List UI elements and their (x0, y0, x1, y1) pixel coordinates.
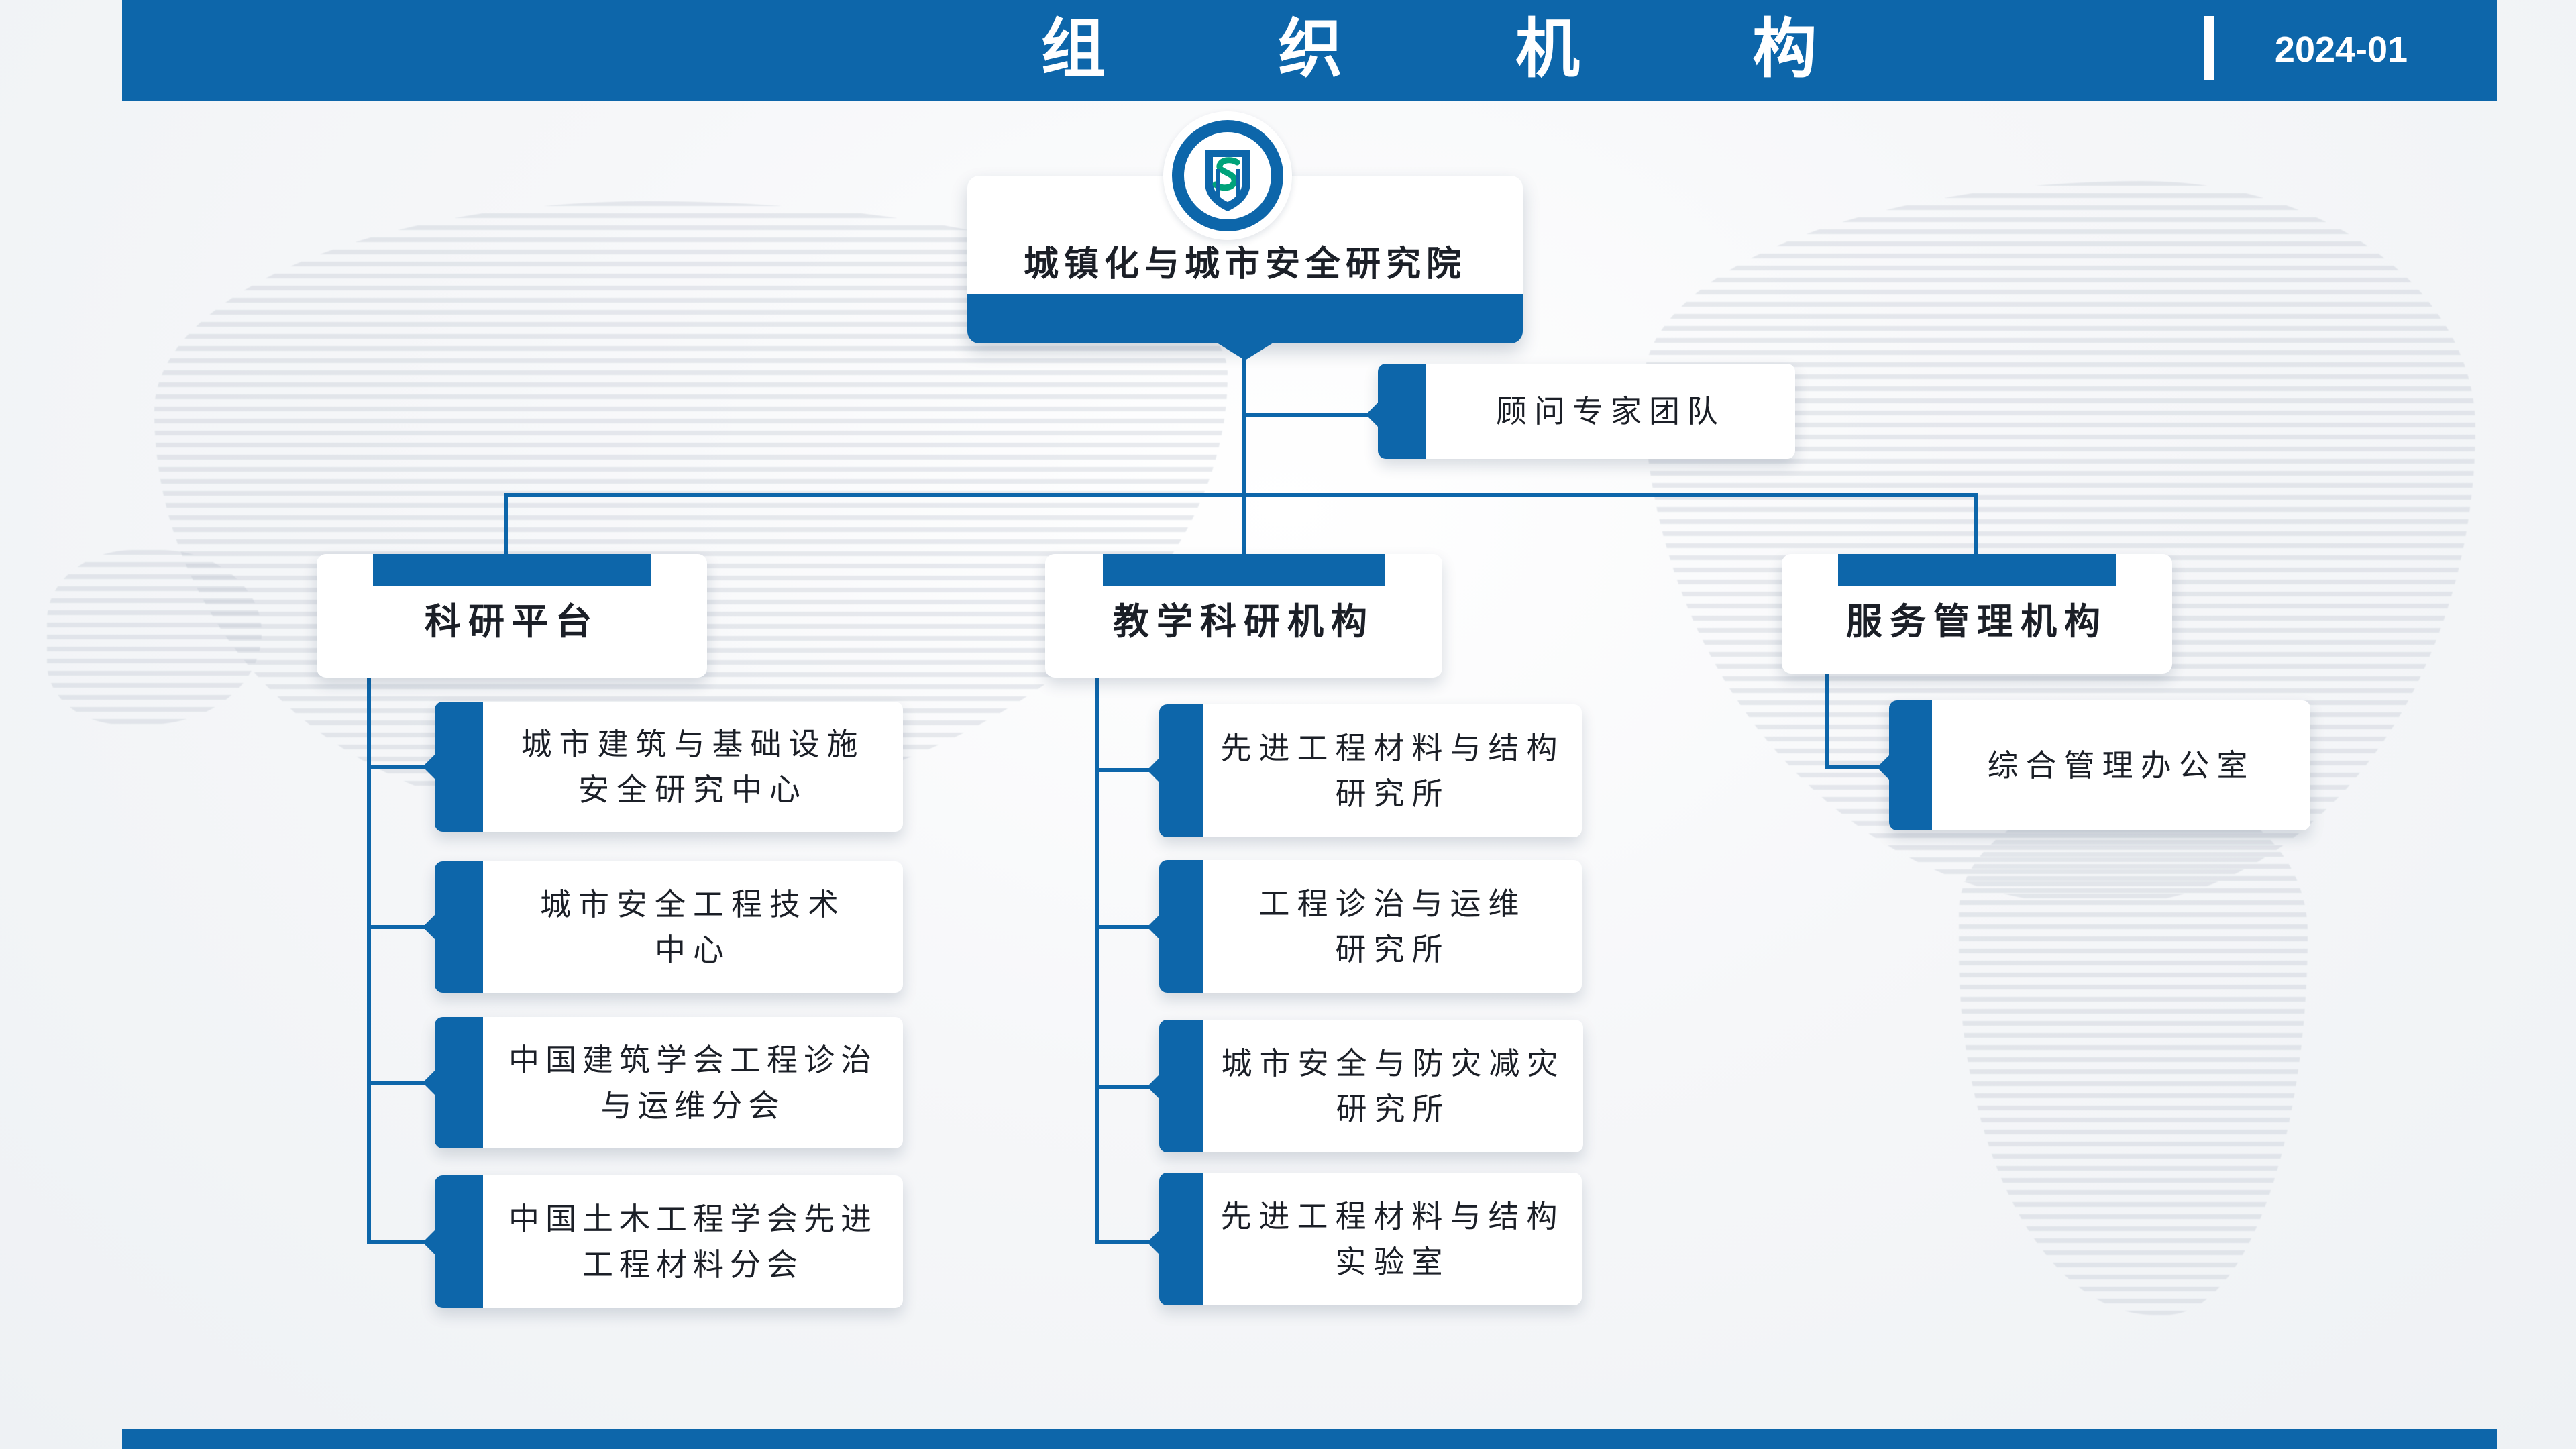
teaching-research-item-3: 城市安全与防灾减灾 研究所 (1159, 1020, 1583, 1152)
category-label-service-management: 服务管理机构 (1846, 600, 2108, 643)
world-map-background-south-america (1959, 792, 2308, 1315)
teaching-research-item-2-accent (1159, 860, 1203, 993)
research-platform-item-4: 中国土木工程学会先进 工程材料分会 (435, 1175, 903, 1308)
service-management-item-1: 综合管理办公室 (1889, 700, 2310, 830)
teaching-research-item-2: 工程诊治与运维 研究所 (1159, 860, 1582, 993)
category-tab-service-management (1838, 554, 2116, 586)
advisory-connector-arrow (1366, 402, 1378, 427)
page-title: 组 织 机 构 (1041, 11, 1892, 87)
teaching-research-item-1-accent (1159, 704, 1203, 837)
research-platform-item-1-arrow (423, 755, 435, 779)
advisory-expert-team-label: 顾问专家团队 (1496, 393, 1725, 429)
teaching-research-item-4-label: 先进工程材料与结构 实验室 (1220, 1198, 1565, 1280)
teaching-research-item-1-label: 先进工程材料与结构 研究所 (1220, 730, 1565, 812)
teaching-research-item-3-label: 城市安全与防灾减灾 研究所 (1221, 1045, 1566, 1127)
teaching-research-item-4: 先进工程材料与结构 实验室 (1159, 1173, 1582, 1305)
service-management-item-1-accent (1889, 700, 1932, 830)
teaching-research-item-1-arrow (1147, 758, 1159, 782)
research-platform-item-1: 城市建筑与基础设施 安全研究中心 (435, 702, 903, 832)
research-platform-item-4-label: 中国土木工程学会先进 工程材料分会 (508, 1201, 877, 1283)
world-map-background-north-america-fragment (47, 550, 262, 724)
research-platform-item-2: 城市安全工程技术 中心 (435, 861, 903, 993)
institution-logo (1163, 111, 1292, 240)
advisory-expert-team-card: 顾问专家团队 (1378, 364, 1795, 459)
research-platform-item-1-accent (435, 702, 483, 832)
root-institution-name: 城镇化与城市安全研究院 (1023, 244, 1466, 284)
category-tab-research-platform (373, 554, 651, 586)
root-card-pointer (1217, 343, 1273, 360)
teaching-research-item-3-accent (1159, 1020, 1203, 1152)
research-platform-item-4-accent (435, 1175, 483, 1308)
research-platform-item-2-arrow (423, 915, 435, 939)
advisory-card-blue-accent (1378, 364, 1426, 459)
teaching-research-item-3-arrow (1147, 1075, 1159, 1099)
teaching-research-item-4-arrow (1147, 1230, 1159, 1254)
logo-blue-disc (1172, 120, 1283, 231)
logo-white-core (1184, 132, 1271, 219)
root-card-blue-band (967, 294, 1523, 343)
category-card-teaching-research: 教学科研机构 (1045, 554, 1442, 678)
title-separator (2204, 16, 2214, 80)
teaching-research-item-4-accent (1159, 1173, 1203, 1305)
category-label-research-platform: 科研平台 (425, 600, 599, 643)
research-platform-item-4-arrow (423, 1230, 435, 1254)
category-tab-teaching-research (1103, 554, 1385, 586)
research-platform-item-3: 中国建筑学会工程诊治 与运维分会 (435, 1017, 903, 1148)
date-label: 2024-01 (2274, 30, 2408, 70)
footer-bar (122, 1429, 2497, 1449)
service-management-item-1-arrow (1877, 755, 1889, 780)
research-platform-item-2-accent (435, 861, 483, 993)
category-card-research-platform: 科研平台 (317, 554, 707, 678)
research-platform-item-2-label: 城市安全工程技术 中心 (540, 886, 846, 968)
research-platform-item-3-label: 中国建筑学会工程诊治 与运维分会 (508, 1042, 877, 1124)
research-platform-item-3-arrow (423, 1071, 435, 1095)
teaching-research-item-2-arrow (1147, 915, 1159, 939)
teaching-research-item-2-label: 工程诊治与运维 研究所 (1258, 885, 1527, 967)
category-card-service-management: 服务管理机构 (1782, 554, 2172, 674)
research-platform-item-3-accent (435, 1017, 483, 1148)
shield-s-logo-icon (1205, 150, 1250, 211)
research-platform-item-1-label: 城市建筑与基础设施 安全研究中心 (521, 726, 865, 808)
service-management-item-1-label: 综合管理办公室 (1987, 747, 2255, 784)
teaching-research-item-1: 先进工程材料与结构 研究所 (1159, 704, 1582, 837)
category-label-teaching-research: 教学科研机构 (1113, 600, 1375, 643)
header-bar (122, 0, 2497, 101)
